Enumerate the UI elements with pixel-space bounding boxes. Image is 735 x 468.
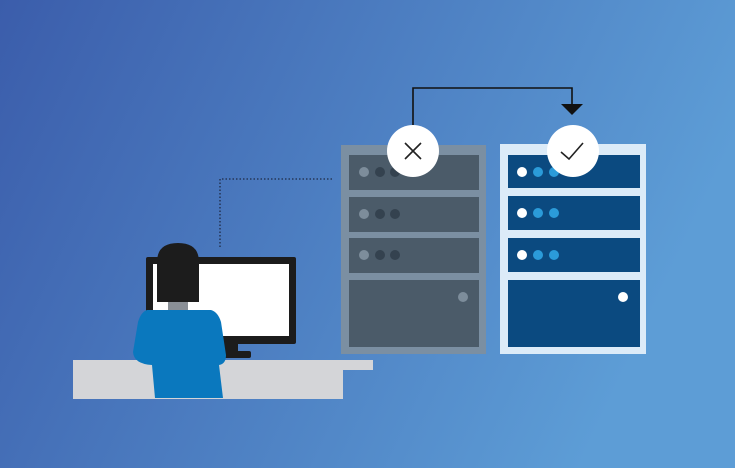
server-unit xyxy=(349,238,479,273)
server-unit xyxy=(349,280,479,347)
checkmark-icon xyxy=(547,125,599,177)
server-unit xyxy=(508,238,640,272)
server-unit xyxy=(508,280,640,347)
dotted-connection-line xyxy=(219,178,334,247)
failed-server xyxy=(341,125,486,354)
close-icon xyxy=(387,125,439,177)
server-unit xyxy=(349,197,479,232)
arrow-down-icon xyxy=(561,104,583,115)
workstation xyxy=(73,243,373,399)
server-unit xyxy=(508,196,640,230)
desk xyxy=(73,360,373,399)
failover-connector xyxy=(412,87,583,126)
person xyxy=(133,243,226,398)
active-server xyxy=(500,125,646,354)
person-body xyxy=(133,310,226,398)
person-head xyxy=(157,243,199,302)
